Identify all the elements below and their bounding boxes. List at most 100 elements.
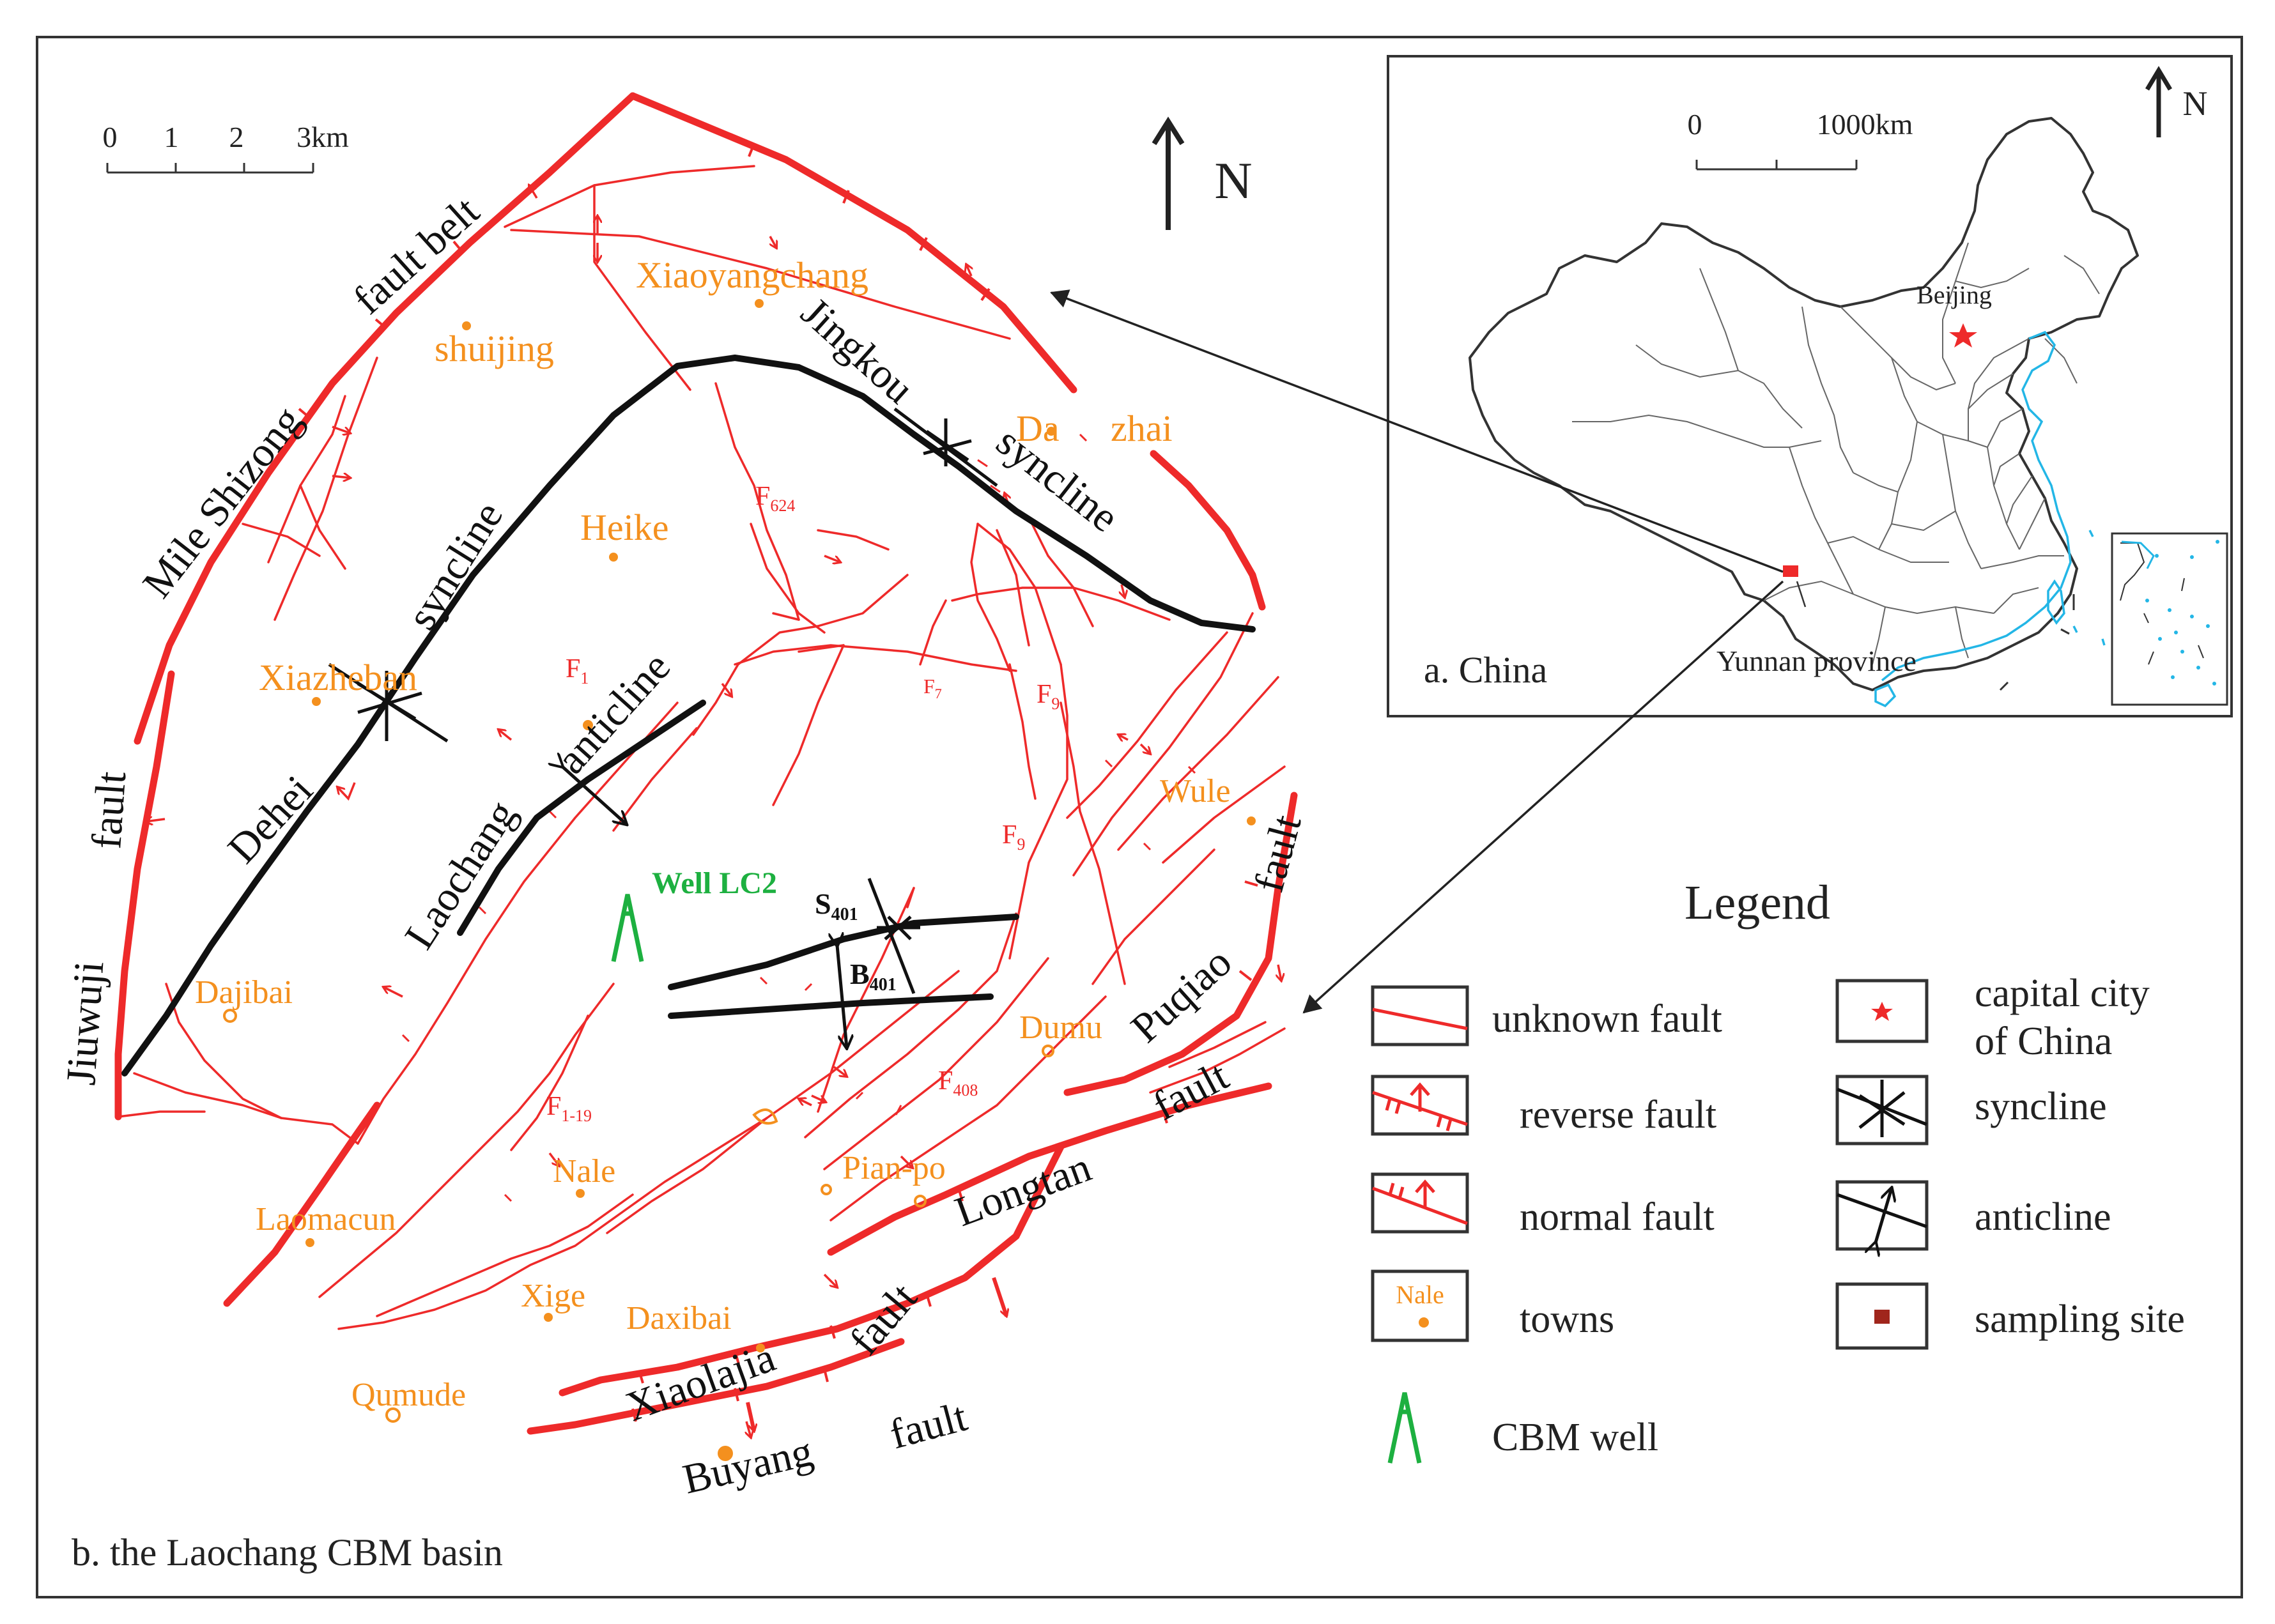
town-label-wule: Wule: [1160, 773, 1231, 809]
town-label-da: Da: [1016, 408, 1060, 449]
inset-scale-bar: [1695, 160, 1858, 171]
label-buyang-fault: fault: [885, 1393, 972, 1459]
town-label-xige: Xige: [521, 1278, 585, 1314]
coastline: [1874, 330, 2106, 708]
yunnan-pointer: [1796, 581, 1807, 608]
province-boundaries: [1572, 242, 2100, 665]
fault-code-f624: F624: [755, 482, 795, 515]
legend-label-unknown-fault: unknown fault: [1492, 997, 1722, 1041]
legend-towns-sample-text: Nale: [1396, 1280, 1444, 1309]
legend-cbm-well-icon: [1387, 1392, 1422, 1464]
taiwan-island: [2047, 579, 2065, 625]
town-dot: [609, 553, 618, 562]
label-puqiao-fault: fault: [1245, 810, 1311, 897]
legend-label-towns: towns: [1520, 1298, 1614, 1341]
legend-unknown-fault-line: [1372, 1007, 1468, 1030]
fault-code-f9-south: F9: [1002, 820, 1025, 854]
legend-swatch-normal-fault: [1371, 1172, 1469, 1234]
town-label-laomacun: Laomacun: [256, 1201, 396, 1237]
label-fault-belt: fault belt: [344, 188, 488, 323]
town-label-pianpo: Pian-po: [842, 1150, 946, 1186]
cbm-well-icon: [611, 894, 644, 962]
town-dot: [718, 1446, 733, 1461]
legend-label-syncline: syncline: [1975, 1085, 2107, 1128]
label-xiaolajia-fault: fault: [841, 1275, 927, 1364]
legend-swatch-towns: [1371, 1269, 1469, 1342]
scale-tick-3km: 3km: [297, 121, 349, 153]
town-label-dumu: Dumu: [1019, 1009, 1102, 1046]
town-label-dajibai: Dajibai: [195, 974, 293, 1011]
fault-arrow-marks: [146, 185, 1281, 1437]
town-dot: [914, 1195, 927, 1207]
town-dot: [576, 1189, 585, 1198]
fault-code-f9-north: F9: [1037, 680, 1060, 713]
town-dot: [462, 321, 471, 330]
syncline-symbol-jingkou: [893, 408, 998, 487]
laochang-basin-map: 0 1 2 3km N: [58, 92, 1311, 1574]
figure-frame: [36, 36, 2243, 1598]
town-dot: [1047, 427, 1056, 436]
south-china-sea-inset: [2111, 532, 2228, 706]
label-jiuwuji-fault: fault: [83, 770, 135, 850]
town-dot: [1042, 1045, 1054, 1057]
legend-swatch-unknown-fault: [1371, 985, 1469, 1046]
town-label-nale: Nale: [553, 1153, 615, 1190]
town-dot: [1247, 816, 1256, 825]
minor-faults: [117, 165, 1286, 1330]
anticline-symbol-b401: [837, 946, 847, 1048]
town-dot: [756, 1344, 765, 1352]
legend-normal-fault-icon: [1372, 1179, 1468, 1225]
legend-anticline-icon: [1837, 1188, 1927, 1243]
north-label: N: [1214, 151, 1252, 210]
fault-tick-marks: [298, 143, 1258, 1422]
scale-tick-0: 0: [103, 121, 118, 153]
legend-sampling-site-icon: [1874, 1310, 1890, 1324]
major-faults: [114, 92, 1298, 1435]
south-china-sea-details: [2120, 540, 2219, 686]
inset-scale-tick-0: 0: [1688, 108, 1702, 141]
location-connector-arrows: [1050, 289, 1784, 1014]
legend-label-normal-fault: normal fault: [1520, 1195, 1715, 1239]
scale-tick-2: 2: [229, 121, 244, 153]
town-label-xiazheban: Xiazheban: [259, 657, 417, 698]
fault-code-f1-19: F1-19: [546, 1092, 592, 1125]
syncline-symbol-dehei: [328, 663, 449, 743]
label-mile-shizong: Mile Shizong: [134, 398, 311, 607]
beijing-label: Beijing: [1916, 280, 1992, 309]
fold-axes: [121, 355, 1256, 1076]
fault-code-f7: F7: [923, 675, 942, 701]
legend-title: Legend: [1685, 876, 1830, 930]
town-label-heike: Heike: [580, 507, 669, 548]
legend-label-cbm-well: CBM well: [1492, 1416, 1658, 1459]
scale-bar: [106, 163, 314, 174]
legend-reverse-fault-icon: [1372, 1082, 1468, 1131]
sampling-site-marker: [1783, 565, 1798, 577]
town-dot: [223, 1009, 237, 1023]
legend-label-sampling-site: sampling site: [1975, 1298, 2185, 1341]
town-label-qumude: Qumude: [351, 1377, 466, 1413]
town-dot: [755, 299, 764, 308]
fault-code-f408: F408: [938, 1066, 978, 1099]
town-dot: [752, 1108, 778, 1125]
fold-code-s401: S401: [815, 887, 858, 924]
label-puqiao: Puqiao: [1122, 938, 1240, 1052]
fault-code-f1: F1: [566, 654, 589, 687]
town-label-xiaoyangchang: Xiaoyangchang: [636, 254, 868, 296]
china-inset-map: 0 1000km N: [1387, 55, 2233, 717]
legend: Legend unknown fault reverse fault norma…: [1371, 876, 2185, 1464]
label-xiaolajia: Xiaolajia: [620, 1334, 781, 1430]
inset-north-label: N: [2183, 84, 2208, 123]
legend-syncline-icon: [1837, 1080, 1927, 1137]
map-b-caption: b. the Laochang CBM basin: [72, 1531, 503, 1574]
hainan-island: [1874, 683, 1897, 708]
town-dot: [583, 720, 593, 730]
label-dehei-syncline: syncline: [398, 494, 512, 638]
legend-label-capital-line2: of China: [1975, 1020, 2112, 1063]
yunnan-label: Yunnan province: [1716, 645, 1916, 677]
syncline-symbol-s401: [867, 878, 920, 994]
legend-label-reverse-fault: reverse fault: [1520, 1093, 1716, 1137]
fold-code-labels: S401 B401: [815, 887, 897, 995]
town-label-daxibai: Daxibai: [626, 1300, 732, 1337]
legend-label-anticline: anticline: [1975, 1195, 2111, 1239]
